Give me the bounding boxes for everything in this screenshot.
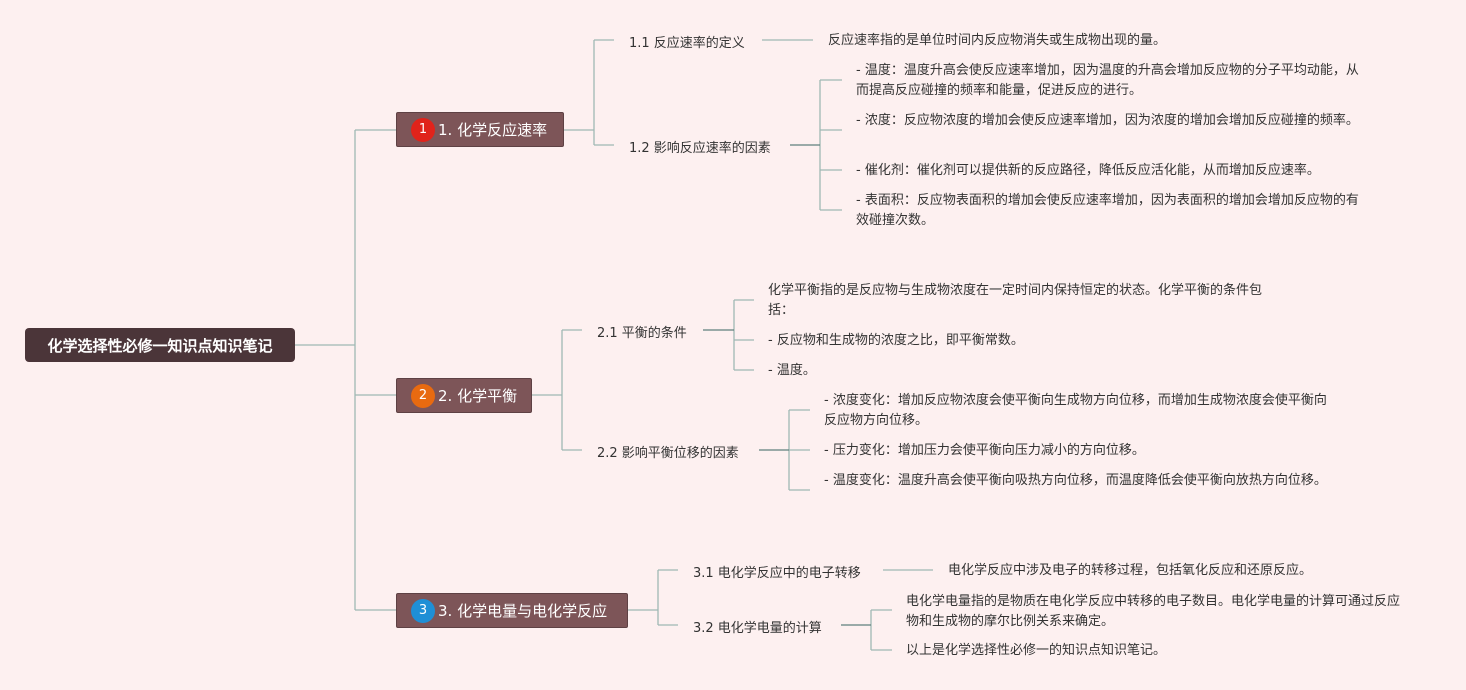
leaf-3-2-1: 电化学电量指的是物质在电化学反应中转移的电子数目。电化学电量的计算可通过反应物和… xyxy=(906,594,1401,629)
branch-label: 3. 化学电量与电化学反应 xyxy=(438,602,608,620)
leaf-3-2-2: 以上是化学选择性必修一的知识点知识笔记。 xyxy=(906,643,1167,658)
leaf-1-2-3: - 催化剂：催化剂可以提供新的反应路径，降低反应活化能，从而增加反应速率。 xyxy=(856,163,1320,178)
branch-node-3[interactable]: 3 3. 化学电量与电化学反应 xyxy=(396,593,628,628)
leaf-1-2-4: - 表面积：反应物表面积的增加会使反应速率增加，因为表面积的增加会增加反应物的有… xyxy=(856,193,1359,228)
leaf-2-1-1: 化学平衡指的是反应物与生成物浓度在一定时间内保持恒定的状态。化学平衡的条件包括： xyxy=(768,283,1263,318)
number-badge-icon: 3 xyxy=(411,598,435,623)
leaf-3-1-1: 电化学反应中涉及电子的转移过程，包括氧化反应和还原反应。 xyxy=(948,563,1313,578)
branch-label: 2. 化学平衡 xyxy=(438,387,518,405)
leaf-1-2-2: - 浓度：反应物浓度的增加会使反应速率增加，因为浓度的增加会增加反应碰撞的频率。 xyxy=(856,113,1359,128)
leaf-2-2-3: - 温度变化：温度升高会使平衡向吸热方向位移，而温度降低会使平衡向放热方向位移。 xyxy=(824,473,1327,488)
branch-node-2[interactable]: 2 2. 化学平衡 xyxy=(396,378,532,413)
subtopic-3-1[interactable]: 3.1 电化学反应中的电子转移 xyxy=(693,566,861,581)
leaf-2-1-3: - 温度。 xyxy=(768,363,816,378)
root-label: 化学选择性必修一知识点知识笔记 xyxy=(47,336,273,355)
root-node[interactable]: 化学选择性必修一知识点知识笔记 xyxy=(25,328,295,362)
leaf-2-2-2: - 压力变化：增加压力会使平衡向压力减小的方向位移。 xyxy=(824,443,1145,458)
subtopic-2-2[interactable]: 2.2 影响平衡位移的因素 xyxy=(597,446,739,461)
subtopic-1-2[interactable]: 1.2 影响反应速率的因素 xyxy=(629,141,771,156)
leaf-2-1-2: - 反应物和生成物的浓度之比，即平衡常数。 xyxy=(768,333,1024,348)
subtopic-2-1[interactable]: 2.1 平衡的条件 xyxy=(597,326,687,341)
branch-node-1[interactable]: 1 1. 化学反应速率 xyxy=(396,112,564,147)
subtopic-3-2[interactable]: 3.2 电化学电量的计算 xyxy=(693,621,822,636)
number-badge-icon: 2 xyxy=(411,383,435,408)
leaf-1-1-1: 反应速率指的是单位时间内反应物消失或生成物出现的量。 xyxy=(828,33,1167,48)
branch-label: 1. 化学反应速率 xyxy=(438,121,548,139)
leaf-1-2-1: - 温度：温度升高会使反应速率增加，因为温度的升高会增加反应物的分子平均动能，从… xyxy=(856,63,1359,98)
number-badge-icon: 1 xyxy=(411,117,435,142)
subtopic-1-1[interactable]: 1.1 反应速率的定义 xyxy=(629,36,745,51)
leaf-2-2-1: - 浓度变化：增加反应物浓度会使平衡向生成物方向位移，而增加生成物浓度会使平衡向… xyxy=(824,393,1327,428)
